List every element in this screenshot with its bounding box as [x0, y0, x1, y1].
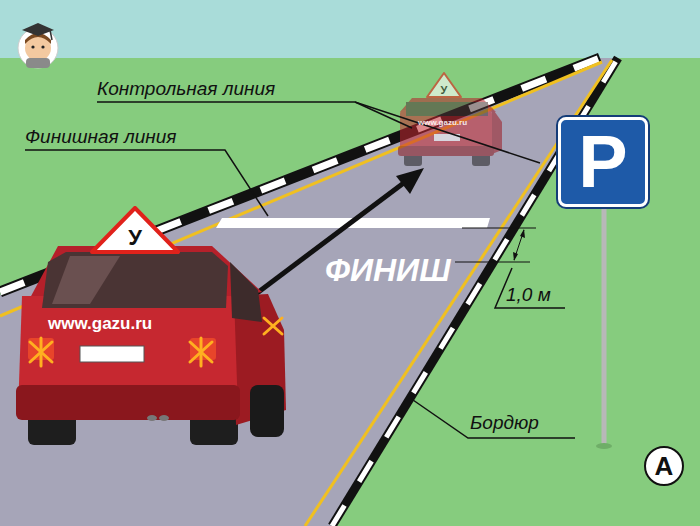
triangle-outline — [92, 208, 178, 252]
curb-label: Бордюр — [470, 412, 539, 434]
sign-pole — [602, 205, 607, 445]
grass — [0, 58, 700, 526]
control-line-label: Контрольная линия — [97, 78, 275, 100]
sign-letter: P — [578, 121, 627, 202]
figure-letter: A — [644, 446, 684, 486]
leader-line — [495, 268, 565, 308]
leader-line — [413, 400, 575, 438]
road — [0, 58, 618, 526]
sign-letter: A — [655, 452, 674, 481]
direction-arrowhead — [396, 168, 424, 194]
car-watermark: www.gazu.ru — [418, 118, 467, 127]
instructor-icon — [18, 23, 58, 68]
leader-line — [355, 102, 412, 128]
pole-shadow — [596, 443, 612, 449]
leader-line — [25, 150, 268, 216]
sky — [0, 0, 700, 60]
dimension-arrow — [514, 230, 524, 260]
finish-line-label: Финишная линия — [25, 126, 176, 148]
yellow-line — [0, 62, 602, 316]
road-marking: ФИНИШ — [322, 252, 453, 289]
triangle-outline — [427, 73, 461, 97]
learner-sign: У — [90, 206, 180, 254]
parking-sign: P — [558, 117, 648, 207]
sign-letter: У — [128, 226, 142, 250]
dimension-label: 1,0 м — [506, 284, 551, 306]
student-car — [16, 246, 286, 445]
faded-car — [398, 98, 502, 166]
learner-sign: У — [426, 72, 462, 98]
dimension-arrowhead — [513, 252, 518, 261]
car-watermark: www.gazu.ru — [48, 314, 152, 334]
dimension-arrowhead — [520, 229, 525, 238]
dimension-line — [462, 228, 536, 229]
dimension-line — [455, 262, 530, 263]
sign-letter: У — [441, 84, 448, 96]
